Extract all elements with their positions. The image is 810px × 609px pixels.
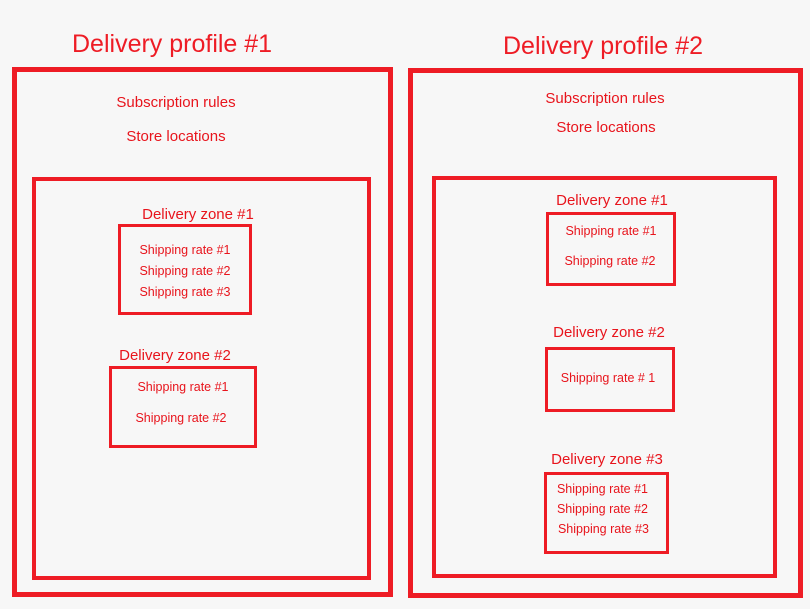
profile-2-zone-2-rate-1: Shipping rate # 1	[560, 371, 656, 385]
profile-1-zone-1-rate-1: Shipping rate #1	[139, 243, 231, 257]
profile-1-zone-1-rate-3: Shipping rate #3	[139, 285, 231, 299]
profile-1-zone-2-label: Delivery zone #2	[119, 347, 231, 364]
profile-1-zone-2-rate-1: Shipping rate #1	[137, 380, 229, 394]
profile-2-zone-3-rate-1: Shipping rate #1	[556, 482, 649, 496]
profile-1-zone-2-box	[109, 366, 257, 448]
profile-1-zone-1-rate-2: Shipping rate #2	[139, 264, 231, 278]
profile-1-subscription-rules: Subscription rules	[116, 94, 236, 111]
profile-2-store-locations: Store locations	[556, 119, 656, 136]
profile-2-zone-2-box	[545, 347, 675, 412]
profile-1-zone-2-rate-2: Shipping rate #2	[135, 411, 227, 425]
profile-2-title: Delivery profile #2	[503, 32, 704, 60]
profile-2-zone-1-label: Delivery zone #1	[556, 192, 668, 209]
profile-1-zone-1-box	[118, 224, 252, 315]
profile-1-title: Delivery profile #1	[72, 30, 273, 58]
profile-2-zone-3-rate-2: Shipping rate #2	[556, 502, 649, 516]
profile-2-subscription-rules: Subscription rules	[545, 90, 665, 107]
profile-2-zone-3-rate-3: Shipping rate #3	[557, 522, 650, 536]
profile-1-store-locations: Store locations	[126, 128, 226, 145]
profile-1-zones-container	[32, 177, 371, 580]
profile-2-zone-3-box	[544, 472, 669, 554]
profile-2-zone-1-box	[546, 212, 676, 286]
profile-2-zone-3-label: Delivery zone #3	[551, 451, 663, 468]
profile-2-box	[408, 68, 803, 598]
profile-2-zone-2-label: Delivery zone #2	[553, 324, 665, 341]
profile-1-box	[12, 67, 393, 597]
profile-1-zone-1-label: Delivery zone #1	[142, 206, 254, 223]
profile-2-zone-1-rate-2: Shipping rate #2	[564, 254, 656, 268]
profile-2-zone-1-rate-1: Shipping rate #1	[565, 224, 657, 238]
profile-2-zones-container	[432, 176, 777, 578]
